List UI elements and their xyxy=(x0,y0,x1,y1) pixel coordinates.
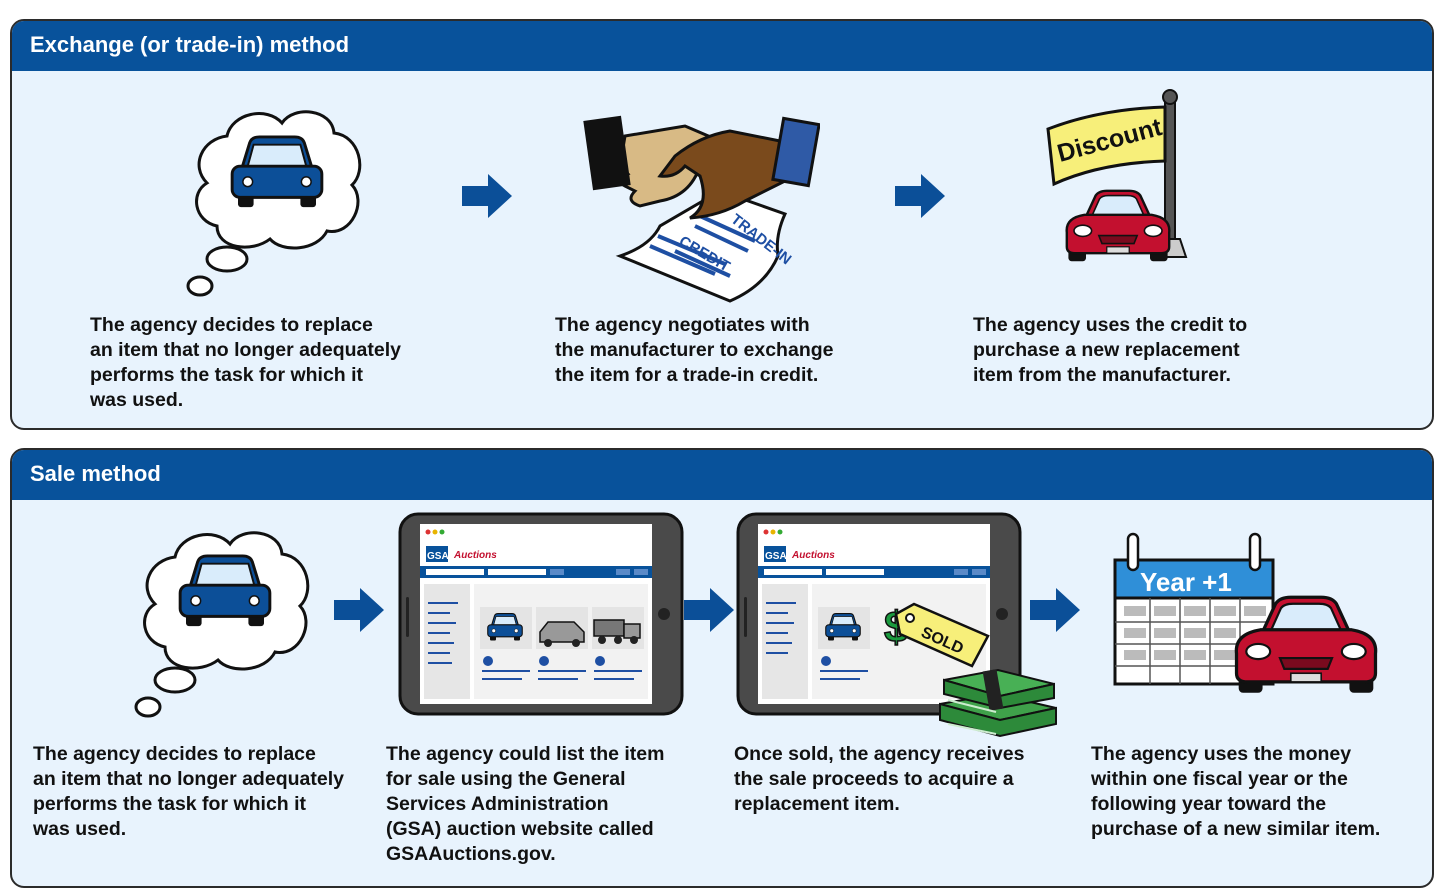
discount-flag-icon: Discount xyxy=(1046,89,1188,258)
handshake-trade-in-icon: TRADE-IN CREDIT xyxy=(583,115,820,303)
gsa-logo-text: GSA xyxy=(765,551,787,562)
red-car-icon xyxy=(1230,590,1382,700)
arrow-icon xyxy=(334,588,384,632)
exchange-step-2-text: The agency negotiates with the manufactu… xyxy=(555,314,834,386)
exchange-step-1-text: The agency decides to replace an item th… xyxy=(90,314,401,411)
sale-panel: Sale method GSA Auctions xyxy=(10,448,1434,888)
arrow-icon xyxy=(684,588,734,632)
sale-step-1-text: The agency decides to replace an item th… xyxy=(33,743,344,840)
auction-listing-tablet: GSA Auctions xyxy=(398,512,684,716)
exchange-step-3-text: The agency uses the credit to purchase a… xyxy=(973,314,1248,386)
exchange-panel-title: Exchange (or trade-in) method xyxy=(12,21,1432,71)
arrow-icon xyxy=(462,174,512,218)
trade-in-credit-paper: TRADE-IN CREDIT xyxy=(615,189,794,303)
blue-car-icon xyxy=(228,133,326,211)
red-car-icon xyxy=(1062,186,1174,266)
sale-step-4-text: The agency uses the money within one fis… xyxy=(1091,743,1381,840)
arrow-icon xyxy=(1030,588,1080,632)
blue-car-icon xyxy=(176,552,274,630)
arrow-icon xyxy=(895,174,945,218)
sale-step-3-text: Once sold, the agency receives the sale … xyxy=(734,743,1025,815)
gsa-logo-text: GSA xyxy=(427,551,449,562)
sale-step-2-text: The agency could list the item for sale … xyxy=(386,743,665,865)
site-name-text: Auctions xyxy=(453,550,497,561)
sold-tag-icon: SOLD xyxy=(894,602,990,668)
cash-stack-icon xyxy=(939,668,1057,738)
calendar-label-text: Year +1 xyxy=(1140,567,1232,597)
exchange-panel: Exchange (or trade-in) method TRADE-IN C… xyxy=(10,19,1434,430)
site-name-text: Auctions xyxy=(791,550,835,561)
sale-panel-title: Sale method xyxy=(12,450,1432,500)
